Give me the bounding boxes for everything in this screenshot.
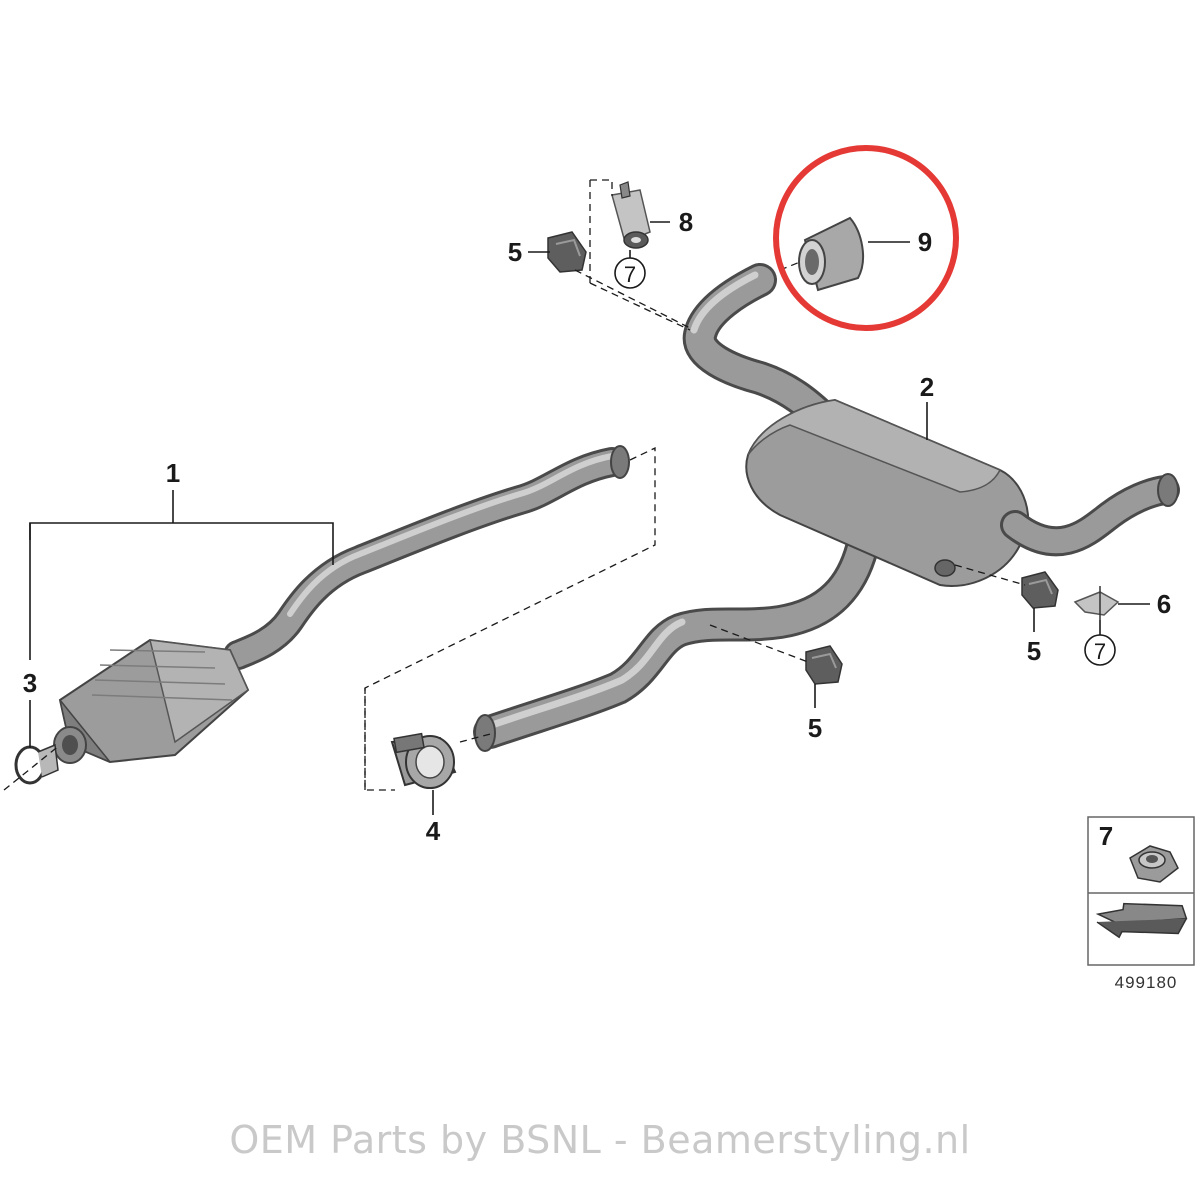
callout-7-left: 7 (624, 262, 636, 287)
callout-2: 2 (920, 372, 934, 402)
callout-5-bottom: 5 (808, 713, 822, 743)
direction-arrow-icon (1095, 902, 1188, 939)
rear-silencer (682, 263, 1180, 587)
front-pipe-with-catalyst (53, 445, 630, 764)
legend-number: 7 (1099, 821, 1113, 851)
clamp-3 (3, 743, 61, 791)
callout-4: 4 (426, 816, 441, 846)
callout-9: 9 (918, 227, 932, 257)
callout-6: 6 (1157, 589, 1171, 619)
callout-7-right: 7 (1094, 639, 1106, 664)
bracket-6 (1073, 586, 1120, 620)
callout-5-right: 5 (1027, 636, 1041, 666)
rubber-mount-5c (709, 624, 843, 685)
callout-8: 8 (679, 207, 693, 237)
rubber-mount-5b (954, 564, 1059, 609)
tailpipe-trim-9 (779, 216, 865, 292)
callout-5-top: 5 (508, 237, 522, 267)
callout-1: 1 (166, 458, 180, 488)
callout-3: 3 (23, 668, 37, 698)
footer-credit: OEM Parts by BSNL - Beamerstyling.nl (229, 1118, 971, 1162)
diagram-number: 499180 (1115, 973, 1178, 992)
highlight-circle (773, 145, 959, 331)
rubber-mount-5a (547, 231, 691, 329)
hex-nut-icon (1129, 845, 1179, 883)
bracket-8 (611, 181, 651, 249)
middle-pipe (459, 531, 879, 752)
pipe-coupling-4 (390, 732, 457, 789)
legend-box: 7 (1087, 816, 1195, 966)
